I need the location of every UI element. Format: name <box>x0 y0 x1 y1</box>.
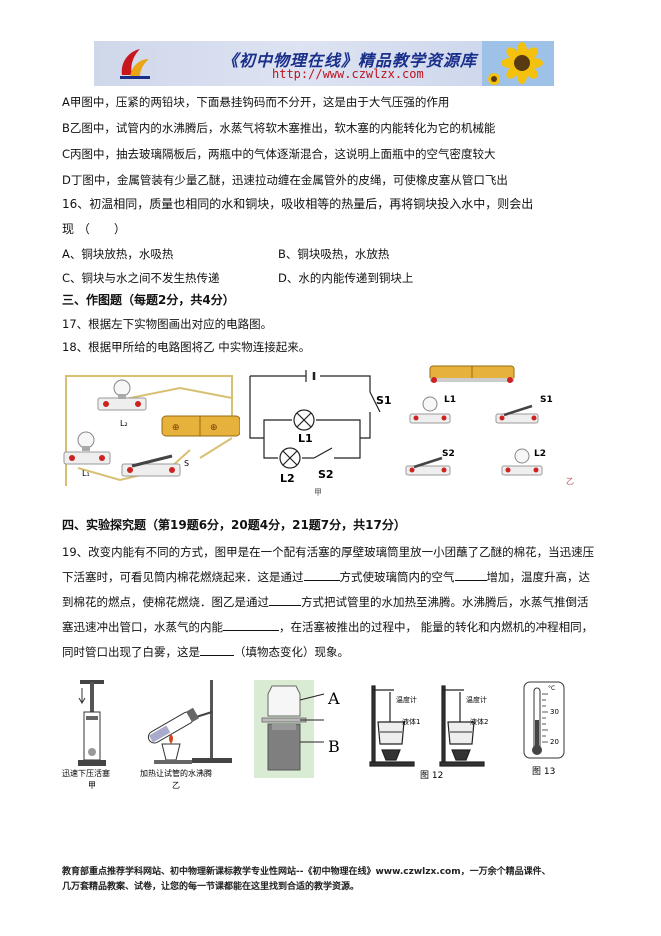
q15-option-b: B乙图中，试管内的水沸腾后，水蒸气将软木塞推出，软木塞的内能转化为它的机械能 <box>62 121 496 135</box>
svg-text:⊕: ⊕ <box>172 423 180 433</box>
bulb-l2-icon <box>97 379 147 411</box>
bulb-l2-component-icon <box>501 448 543 476</box>
circuit-schematic-figure: S1 L1 L2 S2 甲 <box>249 370 392 497</box>
label-liquid-1: 液体1 <box>402 717 420 726</box>
label-l1-component: L1 <box>444 395 456 405</box>
switch-s-icon <box>121 454 181 477</box>
label-s2-schematic: S2 <box>318 468 334 481</box>
circuit-physical-figure: L₂ ⊕ ⊕ L₁ S <box>63 375 240 486</box>
label-s-physical: S <box>184 459 189 468</box>
q16-option-b: B、铜块吸热，水放热 <box>278 247 390 261</box>
banner-url[interactable]: http://www.czwlzx.com <box>272 67 424 81</box>
svg-text:⊕: ⊕ <box>210 423 218 433</box>
label-jia-circuit: 甲 <box>314 488 322 497</box>
q17-text: 17、根据左下实物图画出对应的电路图。 <box>62 317 273 331</box>
bulb-l1-component-icon <box>409 396 451 424</box>
bulb-l1-icon <box>63 431 111 465</box>
header-banner: 《初中物理在线》精品教学资源库 http://www.czwlzx.com <box>94 41 554 86</box>
label-l2-component: L2 <box>534 449 546 459</box>
label-b: B <box>328 737 340 756</box>
label-s1-component: S1 <box>540 395 553 405</box>
q19-part-b: 方式使玻璃筒内的空气 <box>339 570 455 584</box>
q19-blank-2[interactable] <box>454 568 487 581</box>
figure-12-heating-setups: 温度计 液体1 温度计 液体2 图 12 <box>369 685 488 780</box>
q16-option-a: A、铜块放热，水吸热 <box>62 247 174 261</box>
caption-yi-2: 乙 <box>172 781 180 790</box>
label-thermometer-1: 温度计 <box>396 695 417 704</box>
banner-title: 《初中物理在线》精品教学资源库 <box>222 51 478 70</box>
q19-text: 19、改变内能有不同的方式，图甲是在一个配有活塞的厚壁玻璃筒里放一小团蘸了乙醚的… <box>62 540 598 665</box>
switch-s2-component-icon <box>405 456 451 476</box>
label-yi-circuit: 乙 <box>566 477 574 486</box>
q19-part-a: 19、改变内能有不同的方式，图甲是在一个配有活塞的厚壁玻璃筒里放一小团蘸了乙醚的… <box>62 545 595 584</box>
switch-s1-component-icon <box>495 404 539 424</box>
label-s2-component: S2 <box>442 449 455 459</box>
q16-option-c: C、铜块与水之间不发生热传递 <box>62 271 220 285</box>
q19-part-c: 增加，温度升高，达到棉花的燃点，使棉花燃烧．图乙是通过 <box>62 570 590 609</box>
figure-13-thermometer: °C 30 20 图 13 <box>523 681 565 777</box>
label-celsius: °C <box>548 685 555 692</box>
gas-diffusion-figure: A B <box>254 680 340 778</box>
section4-heading: 四、实验探究题（第19题6分，20题4分，21题7分，共17分） <box>62 518 406 532</box>
q19-blank-5[interactable] <box>200 643 234 656</box>
footer-line-1: 教育部重点推荐学科网站、初中物理新课标教学专业性网站--《初中物理在线》www.… <box>62 867 551 877</box>
q19-part-e: ，在活塞被推出的过程中， 能量的转化和内燃机的冲程相同，同时管口出现了白雾，这是 <box>62 620 594 659</box>
q19-blank-1[interactable] <box>303 568 340 581</box>
section3-heading: 三、作图题（每题2分，共4分） <box>62 293 235 307</box>
label-l2-physical: L₂ <box>120 419 128 428</box>
q15-option-d: D丁图中，金属管装有少量乙醚，迅速拉动缠在金属管外的皮绳，可使橡皮塞从管口飞出 <box>62 173 508 187</box>
q15-option-c: C丙图中，抽去玻璃隔板后，两瓶中的气体逐渐混合，这说明上面瓶中的空气密度较大 <box>62 147 496 161</box>
label-liquid-2: 液体2 <box>470 717 488 726</box>
label-thermometer-2: 温度计 <box>466 695 487 704</box>
test-tube-heating-figure: 加热让试管的水沸腾 乙 <box>140 680 232 790</box>
footer-line-2: 几万套精品教案、试卷，让您的每一节课都能在这里找到合适的教学资源。 <box>62 882 360 892</box>
q18-text: 18、根据甲所给的电路图将乙 中实物连接起来。 <box>62 340 311 354</box>
caption-yi-1: 加热让试管的水沸腾 <box>140 768 212 778</box>
caption-fig-12: 图 12 <box>420 770 443 780</box>
label-a: A <box>327 689 340 708</box>
caption-jia-2: 甲 <box>88 781 96 790</box>
q19-part-d: 方式把试管里的水加热至沸腾。水沸腾后，水蒸气推倒活塞迅速冲出管口，水蒸气的内能 <box>62 595 589 634</box>
q19-blank-4[interactable] <box>223 618 279 631</box>
caption-fig-13: 图 13 <box>532 766 555 777</box>
piston-cylinder-figure: 迅速下压活塞 甲 <box>62 680 110 790</box>
site-logo-icon <box>120 49 150 79</box>
q16-option-d: D、水的内能传递到铜块上 <box>278 271 414 285</box>
circuit-components-figure: L1 S1 S2 L2 乙 <box>405 365 574 486</box>
q19-blank-3[interactable] <box>269 593 301 606</box>
tick-20: 20 <box>550 738 559 746</box>
q19-part-f: （填物态变化）现象。 <box>234 645 349 659</box>
q16-stem-cont: 现 （ ） <box>62 222 126 236</box>
battery-components-icon <box>429 365 515 383</box>
label-l2-schematic: L2 <box>280 472 295 485</box>
tick-30: 30 <box>550 708 559 716</box>
q16-stem: 16、初温相同，质量也相同的水和铜块，吸收相等的热量后，再将铜块投入水中，则会出 <box>62 197 534 211</box>
q15-option-a: A甲图中，压紧的两铅块，下面悬挂钩码而不分开，这是由于大气压强的作用 <box>62 95 450 109</box>
label-s1-schematic: S1 <box>376 394 392 407</box>
label-l1-physical: L₁ <box>82 469 90 478</box>
label-l1-schematic: L1 <box>298 432 313 445</box>
caption-jia-1: 迅速下压活塞 <box>62 768 110 778</box>
battery-icon: ⊕ ⊕ <box>161 415 240 437</box>
sunflower-icon <box>482 41 554 86</box>
